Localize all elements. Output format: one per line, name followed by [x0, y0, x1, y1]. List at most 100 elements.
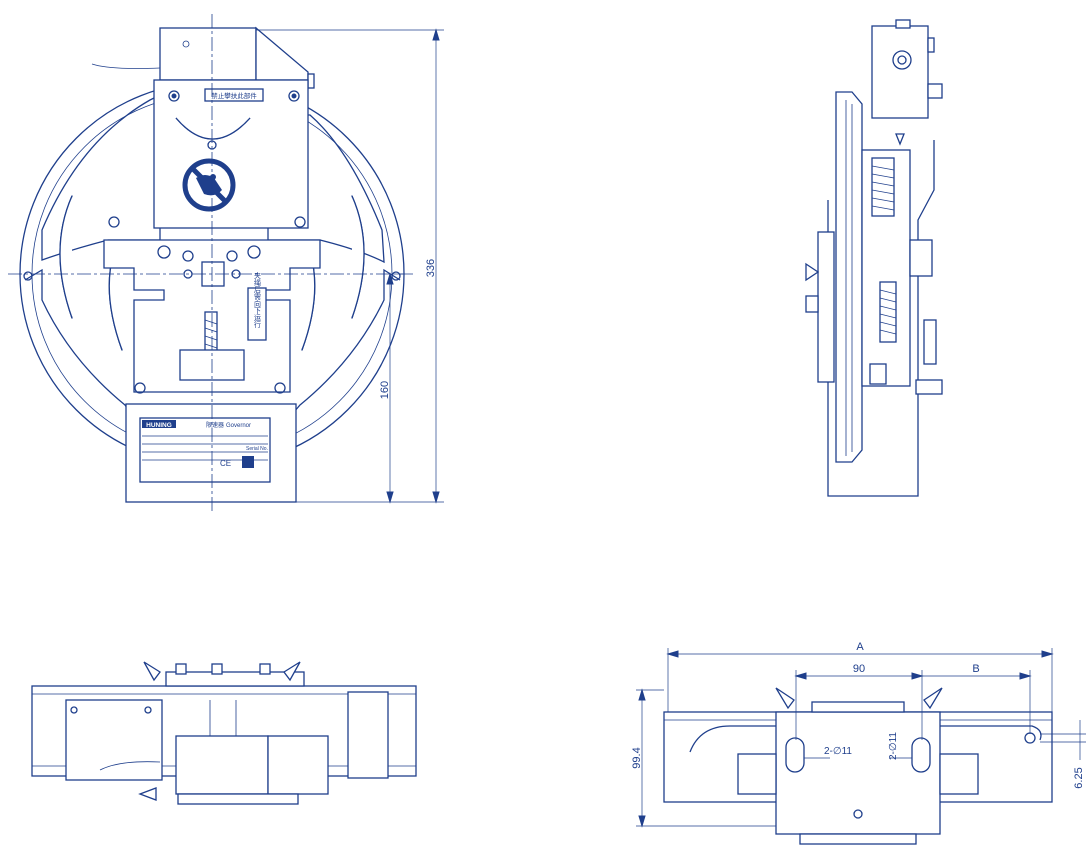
- bolt-right-2: [226, 250, 238, 262]
- pivot-far-left: [23, 271, 33, 281]
- top-view: [31, 661, 417, 805]
- side-box-circle-inner: [897, 55, 907, 65]
- side-switch-box: [871, 25, 929, 119]
- warning-label-text: 禁止攀扶此部件: [211, 91, 257, 100]
- pivot-far-right: [391, 271, 401, 281]
- top-cable: [99, 761, 161, 771]
- top-wing-nut-left: [143, 661, 161, 682]
- side-screw: [923, 319, 937, 365]
- side-nut-block: [909, 239, 933, 277]
- pivot-bl: [134, 382, 146, 394]
- sheave-profile: [835, 91, 863, 463]
- bolt-left-2: [182, 250, 194, 262]
- left-lower-arc: [24, 268, 131, 413]
- switch-box: [159, 27, 257, 81]
- side-bolt-left: [805, 295, 819, 313]
- left-slot-inner: [59, 195, 73, 319]
- pivot-ml: [108, 216, 120, 228]
- box-tab: [307, 73, 315, 89]
- pivot-mr: [294, 216, 306, 228]
- top-bolt-3: [259, 663, 271, 675]
- screw-thread: [204, 319, 218, 357]
- dim90-arrows: [794, 672, 924, 680]
- dimB-arrow: [1019, 672, 1032, 680]
- dim-bolt-spacing: 90: [853, 663, 865, 675]
- central-plate: [153, 79, 309, 229]
- side-spring-lower-coils: [879, 289, 897, 335]
- bottom-bolt-bar: [811, 701, 905, 713]
- nameplate-ce: CE: [220, 459, 231, 468]
- qr-code-icon: [242, 456, 254, 468]
- nameplate-title-en: Governor: [226, 423, 251, 429]
- side-spring-upper: [871, 157, 895, 217]
- side-plate-left: [817, 231, 835, 383]
- side-box-cap: [895, 19, 911, 29]
- arc-slot-inner: [175, 117, 251, 140]
- right-lower-arc: [293, 268, 401, 413]
- bottom-base-bar: [799, 833, 917, 845]
- top-right-box: [347, 691, 389, 779]
- bottom-slot-left: [785, 737, 805, 773]
- wing-nut-left: [805, 262, 820, 282]
- bottom-wing-nut-left: [775, 687, 795, 710]
- top-box-screw-2: [144, 706, 152, 714]
- no-hand-icon: [182, 158, 236, 212]
- side-spring-coils: [871, 165, 895, 211]
- bolt-right: [247, 245, 261, 259]
- plate-bolt-tl-core: [171, 93, 177, 99]
- right-slot-inner: [351, 195, 365, 319]
- plate-bolt-tr: [288, 90, 300, 102]
- bottom-callout-right: 2-∅11: [888, 732, 899, 760]
- front-view: 禁止攀扶此部件 夹绳后需向下运行: [8, 14, 444, 512]
- side-bolt-low: [869, 363, 887, 385]
- top-bolt-2: [211, 663, 223, 675]
- top-wing-nut-right: [283, 661, 301, 682]
- bottom-center-hole: [853, 809, 863, 819]
- side-bracket: [827, 140, 935, 497]
- pivot-br: [274, 382, 286, 394]
- dim-height: 99.4: [631, 747, 643, 768]
- bottom-roller-right: [939, 753, 979, 795]
- bottom-wing-nut-right: [923, 687, 943, 710]
- dimA-arrows: [666, 650, 1054, 658]
- dim99-arrows: [638, 688, 646, 828]
- side-spring-lower: [879, 281, 897, 343]
- switch-box-side: [255, 26, 309, 81]
- nameplate-brand-bar: [142, 420, 176, 428]
- top-switch-box: [65, 699, 163, 781]
- top-bottom-bar: [177, 793, 299, 805]
- top-box-screw-1: [70, 706, 78, 714]
- nameplate: [139, 417, 271, 483]
- side-bottom-nut: [915, 379, 943, 395]
- nameplate-serial: Serial No.: [246, 446, 268, 452]
- top-bolt-bar: [165, 671, 305, 687]
- nameplate-title-cn: 限速器: [206, 421, 224, 429]
- box-screw: [182, 40, 190, 48]
- side-pointer: [895, 133, 905, 146]
- bolt-left: [157, 245, 171, 259]
- plate-bolt-tl: [168, 90, 180, 102]
- top-center-block: [175, 735, 269, 795]
- dim-arrows-160: [386, 272, 394, 504]
- dim-overall-width: A: [856, 641, 864, 653]
- dim-center-height: 160: [379, 381, 391, 399]
- top-wing-nut-bottom: [138, 787, 157, 801]
- bottom-roller-left: [737, 753, 777, 795]
- dim-total-height: 336: [425, 259, 437, 277]
- plate-bolt-tr-core: [291, 93, 297, 99]
- cable-wire: [91, 63, 161, 69]
- side-box-tab: [927, 37, 935, 53]
- side-box-circle: [892, 50, 912, 70]
- top-bolt-1: [175, 663, 187, 675]
- bottom-view: 2-∅11 2-∅11 A 90 B 99.4 6.25: [631, 641, 1086, 845]
- side-view: [805, 19, 943, 497]
- vertical-label-frame: [247, 287, 267, 341]
- bottom-callout-left: 2-∅11: [824, 746, 852, 757]
- side-box-nut: [927, 83, 943, 99]
- vertical-label-text: 夹绳后需向下运行: [254, 271, 262, 329]
- nameplate-brand: HUNING: [146, 422, 172, 429]
- bottom-center-plate: [775, 711, 941, 835]
- dim-arrows-336: [432, 28, 440, 504]
- top-center-block-2: [267, 735, 329, 795]
